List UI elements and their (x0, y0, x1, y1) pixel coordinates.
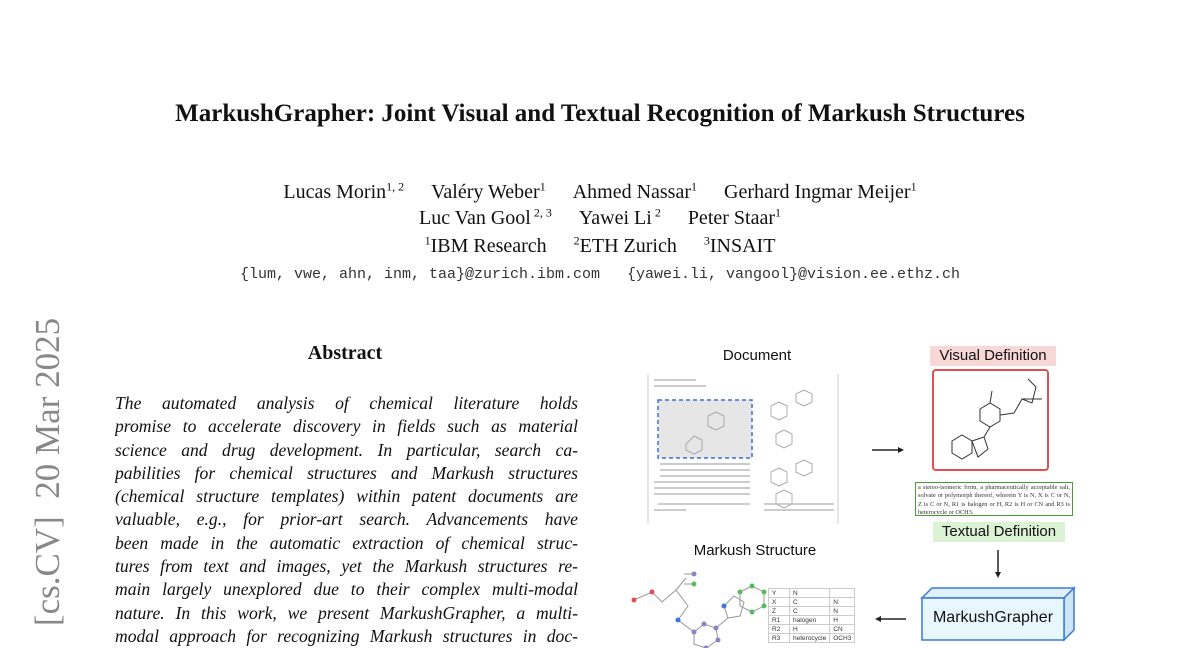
affiliation: 3INSAIT (703, 233, 776, 257)
abstract-heading: Abstract (307, 342, 383, 364)
markush-structure-graph (631, 571, 767, 648)
markushgrapher-model-box (920, 586, 1076, 642)
author: Luc Van Gool 2, 3 (419, 205, 552, 229)
abstract-line: pabilities for chemical structures and M… (115, 462, 578, 483)
arrow-right-icon (872, 447, 904, 453)
visual-definition-label: Visual Definition (930, 346, 1056, 366)
paper-title: MarkushGrapher: Joint Visual and Textual… (175, 100, 1025, 127)
abstract-line: The automated analysis of chemical liter… (115, 393, 578, 413)
textual-definition-label: Textual Definition (933, 522, 1065, 542)
abstract-line: tures from text and images, yet the Mark… (115, 556, 578, 577)
author: Ahmed Nassar1 (572, 179, 697, 203)
abstract-line: nature. In this work, we present Markush… (115, 602, 578, 623)
author-line-2: Luc Van Gool 2, 3 Yawei Li 2 Peter Staar… (0, 205, 1200, 230)
markushgrapher-label: MarkushGrapher (932, 609, 1054, 626)
abstract-line: science and drug development. In particu… (115, 439, 578, 460)
abstract-line: main largely unexplored due to their com… (115, 579, 578, 600)
selection-box (657, 399, 753, 459)
document-label: Document (722, 347, 792, 364)
author-line-1: Lucas Morin1, 2 Valéry Weber1 Ahmed Nass… (0, 179, 1200, 204)
emails: {lum, vwe, ahn, inm, taa}@zurich.ibm.com… (239, 266, 961, 283)
arxiv-stamp: [cs.CV] 20 Mar 2025 (28, 317, 67, 627)
abstract-line: modal approach for recognizing Markush s… (115, 625, 578, 646)
markush-structure-label: Markush Structure (693, 542, 817, 559)
arrow-down-icon (995, 550, 1001, 578)
abstract-line: promise to accelerate discovery in field… (115, 416, 578, 437)
affiliations: 1IBM Research 2ETH Zurich 3INSAIT (0, 233, 1200, 258)
visual-definition-box (932, 369, 1049, 471)
abstract-body: The automated analysis of chemical liter… (115, 392, 578, 648)
abstract-line: valuable, e.g., for prior-art search. Ad… (115, 509, 578, 530)
textual-definition-box: a stereo-isomeric form, a pharmaceutical… (915, 482, 1073, 516)
document-thumbnail (647, 374, 839, 524)
author: Valéry Weber1 (431, 179, 546, 203)
author: Lucas Morin1, 2 (283, 179, 405, 203)
abstract-line: (chemical structure templates) within pa… (115, 486, 578, 507)
affiliation: 2ETH Zurich (573, 233, 677, 257)
affiliation: 1IBM Research (424, 233, 547, 257)
author: Yawei Li 2 (578, 205, 661, 229)
arrow-left-icon (875, 616, 906, 622)
abstract-line: been made in the automatic extraction of… (115, 532, 578, 553)
author: Peter Staar1 (687, 205, 781, 229)
author: Gerhard Ingmar Meijer1 (724, 179, 917, 203)
